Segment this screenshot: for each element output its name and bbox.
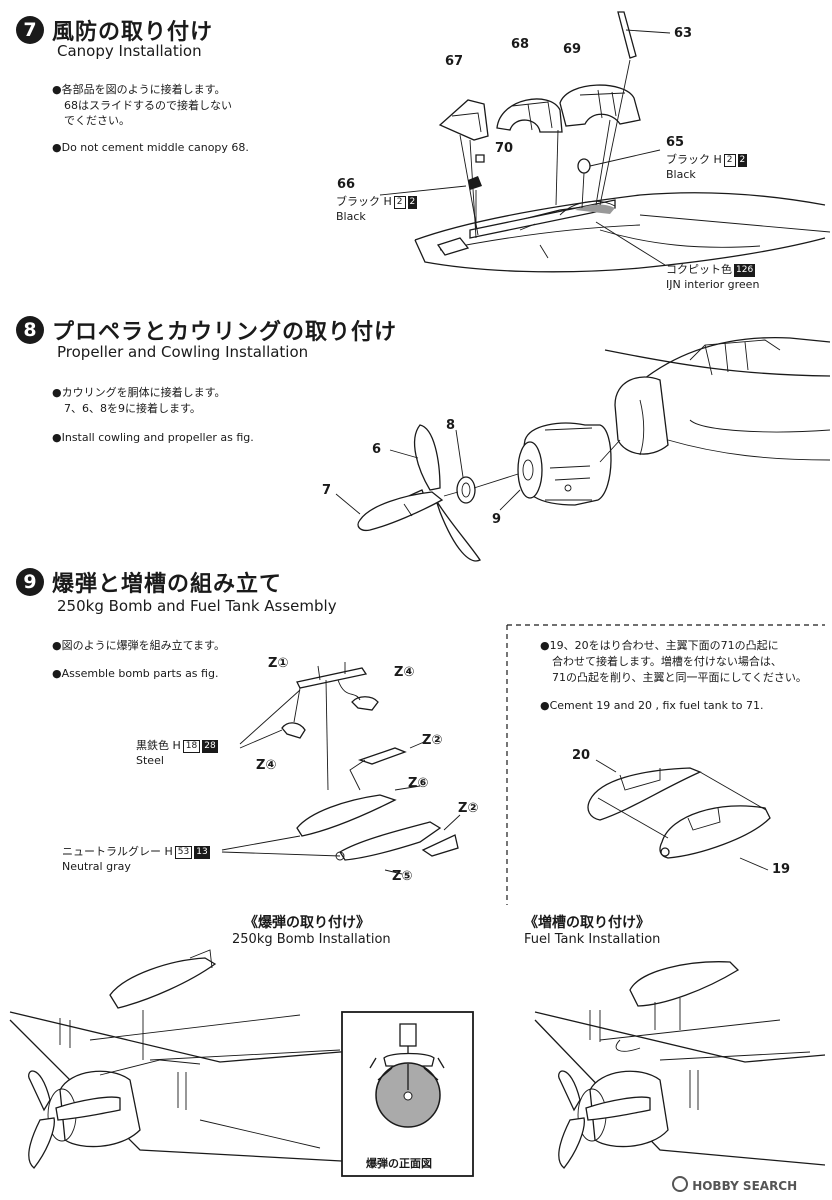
fuel-tank-installation-drawing xyxy=(534,961,826,1169)
step-9-title-jp: 爆弾と増槽の組み立て xyxy=(52,572,283,597)
bomb-parts-drawing xyxy=(221,662,461,875)
watermark: HOBBY SEARCH xyxy=(672,1176,797,1193)
tank-note-en: ●Cement 19 and 20 , fix fuel tank to 71. xyxy=(540,699,764,712)
part-65-label: 65 xyxy=(666,135,685,150)
step-7-note-jp-1: ●各部品を図のように接着します。 xyxy=(52,83,226,96)
part-z2-label-b: Z② xyxy=(458,801,479,816)
part-z5-label: Z⑤ xyxy=(392,869,413,884)
step-8-title-jp: プロペラとカウリングの取り付け xyxy=(52,320,398,345)
tank-install-title-en: Fuel Tank Installation xyxy=(524,932,661,947)
propeller-cowling-drawing xyxy=(335,336,831,562)
step-7-title-en: Canopy Installation xyxy=(57,42,202,60)
section-divider xyxy=(506,624,825,905)
watermark-icon xyxy=(672,1176,688,1192)
step-7-title-jp: 風防の取り付け xyxy=(52,20,214,45)
bomb-front-view-drawing xyxy=(341,1011,474,1177)
part-70-label: 70 xyxy=(495,141,514,156)
part-z1-label: Z① xyxy=(268,656,289,671)
tank-note-jp-3: 71の凸起を削り、主翼と同一平面にしてください。 xyxy=(552,671,807,684)
part-z2-label-a: Z② xyxy=(422,733,443,748)
bomb-front-view-caption: 爆弾の正面図 xyxy=(366,1157,432,1170)
step-9-note-jp: ●図のように爆弾を組み立てます。 xyxy=(52,639,225,652)
tank-note-jp-1: ●19、20をはり合わせ、主翼下面の71の凸起に xyxy=(540,639,779,652)
part-69-label: 69 xyxy=(563,42,582,57)
part-67-label: 67 xyxy=(445,54,464,69)
step-8-note-jp-2: 7、6、8を9に接着します。 xyxy=(64,402,201,415)
tank-install-title-jp: 《増槽の取り付け》 xyxy=(524,915,650,931)
part-19-label: 19 xyxy=(772,862,791,877)
step-9-number: 9 xyxy=(16,568,44,596)
part-6-label: 6 xyxy=(372,442,382,457)
part-z6-label: Z⑥ xyxy=(408,776,429,791)
canopy-fuselage-drawing xyxy=(414,192,831,273)
canopy-parts xyxy=(379,11,671,266)
part-z4-label-b: Z④ xyxy=(256,758,277,773)
fuel-tank-parts-drawing xyxy=(587,759,771,871)
step-8-title-en: Propeller and Cowling Installation xyxy=(57,343,309,361)
part-7-label: 7 xyxy=(322,483,332,498)
part-9-label: 9 xyxy=(492,512,502,527)
step-7-note-jp-2: 68はスライドするので接着しない xyxy=(64,99,232,112)
part-68-label: 68 xyxy=(511,37,530,52)
part-8-label: 8 xyxy=(446,418,456,433)
part-66-label: 66 xyxy=(337,177,356,192)
step-9-title-en: 250kg Bomb and Fuel Tank Assembly xyxy=(57,597,337,615)
step-7-number: 7 xyxy=(16,16,44,44)
part-20-label: 20 xyxy=(572,748,591,763)
step-8-note-jp-1: ●カウリングを胴体に接着します。 xyxy=(52,386,226,399)
part-63-label: 63 xyxy=(674,26,693,41)
bomb-install-title-jp: 《爆弾の取り付け》 xyxy=(244,915,370,931)
step-9-note-en: ●Assemble bomb parts as fig. xyxy=(52,667,219,680)
tank-note-jp-2: 合わせて接着します。増槽を付けない場合は、 xyxy=(552,655,782,668)
step-7-note-en: ●Do not cement middle canopy 68. xyxy=(52,141,249,154)
step-7-note-jp-3: でください。 xyxy=(64,114,130,127)
step-8-number: 8 xyxy=(16,316,44,344)
step-8-note-en: ●Install cowling and propeller as fig. xyxy=(52,431,254,444)
part-z4-label-a: Z④ xyxy=(394,665,415,680)
bomb-install-title-en: 250kg Bomb Installation xyxy=(232,932,391,947)
